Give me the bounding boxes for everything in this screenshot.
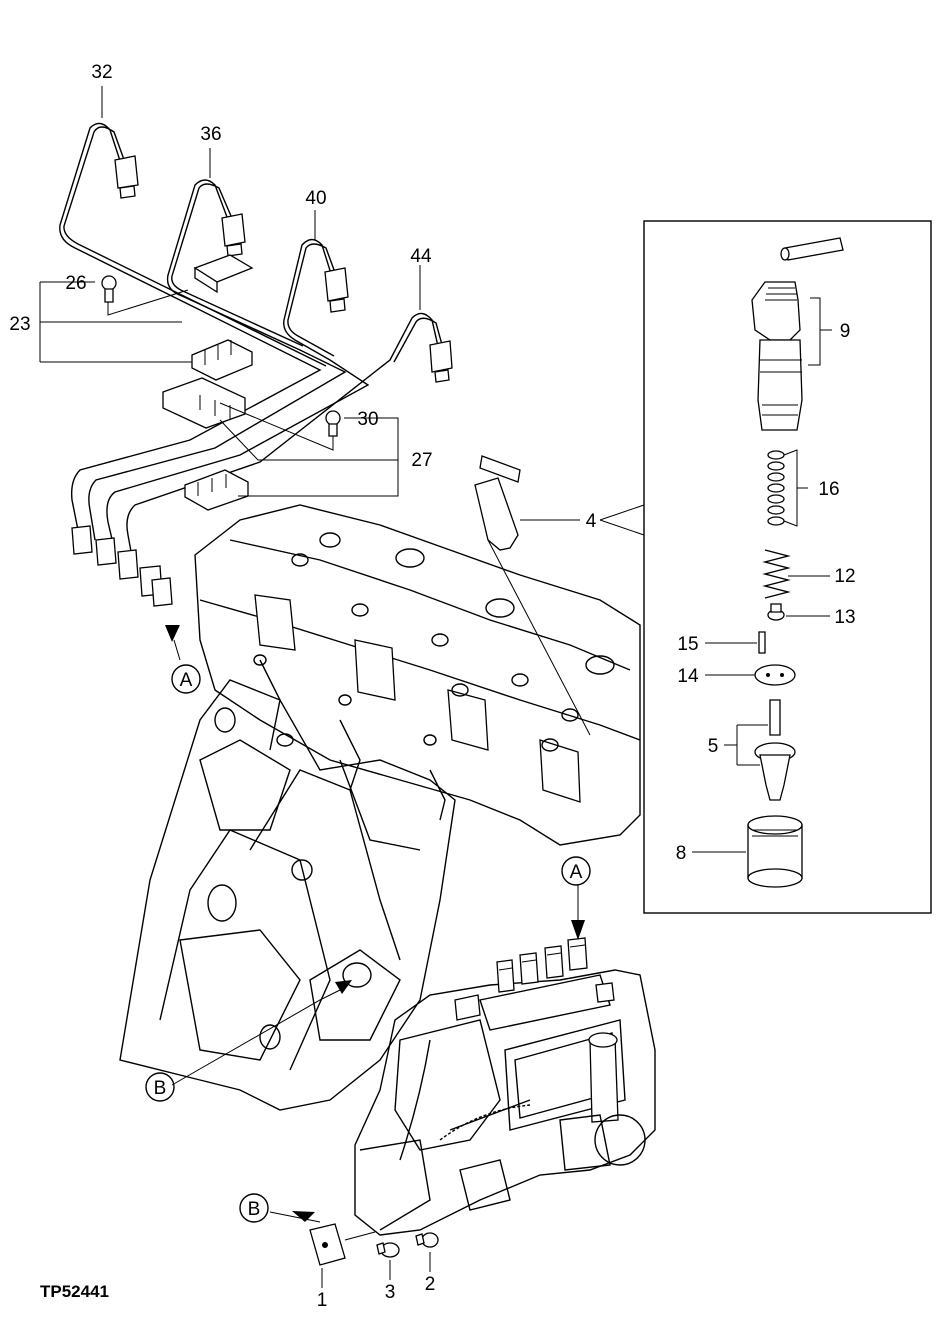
callout-9: 9 (840, 321, 851, 342)
callout-32: 32 (91, 62, 112, 83)
pipe-nut-32 (114, 155, 139, 199)
callout-8: 8 (676, 843, 687, 864)
bracket-1 (309, 1223, 376, 1266)
injection-pipes (59, 122, 453, 607)
callout-4: 4 (586, 511, 597, 532)
arrow-b-bracket (292, 1211, 315, 1222)
arrow-b-block (335, 980, 352, 994)
ref-label-b-bracket: B (248, 1199, 261, 1220)
engine-block (119, 679, 456, 1161)
nozzle-5 (724, 699, 796, 801)
pipe-clamps (39, 254, 399, 511)
ref-label-b-block: B (154, 1078, 167, 1099)
callout-23: 23 (9, 314, 30, 335)
pipe-nut-40 (324, 267, 349, 313)
callout-44: 44 (410, 246, 432, 267)
arrow-a-pump (571, 920, 585, 940)
injection-pump (309, 937, 656, 1266)
callout-12: 12 (834, 566, 855, 587)
spring-seat-13 (767, 603, 830, 621)
callout-30: 30 (357, 409, 378, 430)
ref-label-a-pump: A (570, 862, 583, 883)
callout-26: 26 (65, 273, 86, 294)
cylinder-head (194, 504, 641, 846)
callout-13: 13 (834, 607, 855, 628)
callout-36: 36 (200, 124, 221, 145)
injector-detail-panel (599, 220, 932, 914)
ref-circle-b-block: B (145, 1072, 175, 1102)
ref-circle-a-top: A (171, 664, 201, 694)
nozzle-nut-8 (692, 815, 803, 888)
ref-circle-b-bracket: B (239, 1193, 269, 1223)
bolt-30 (325, 410, 341, 437)
plate-14 (705, 664, 796, 686)
bolt-3 (376, 1242, 400, 1258)
pipe-nut-44 (429, 340, 453, 383)
pin-15 (705, 631, 766, 654)
injector-on-head (474, 455, 591, 736)
ref-label-a-top: A (180, 670, 193, 691)
callout-3: 3 (385, 1282, 396, 1303)
nozzle-holder-9 (751, 237, 844, 431)
bolt-2 (415, 1232, 439, 1248)
callout-5: 5 (708, 736, 719, 757)
delivery-valves (496, 937, 588, 993)
callout-27: 27 (411, 450, 432, 471)
callout-15: 15 (677, 634, 698, 655)
bolt-26 (101, 275, 117, 303)
leader-lines (101, 86, 579, 1288)
spring-12 (762, 549, 830, 599)
callout-1: 1 (317, 1290, 328, 1311)
figure-id: TP52441 (40, 1282, 109, 1301)
shims-16 (767, 449, 808, 527)
callout-40: 40 (305, 188, 326, 209)
callout-2: 2 (425, 1274, 436, 1295)
callouts: 32 36 40 44 26 23 30 27 4 9 16 12 13 15 … (9, 62, 855, 1311)
callout-16: 16 (818, 479, 839, 500)
arrow-a-top (165, 625, 180, 642)
callout-14: 14 (677, 666, 699, 687)
pipe-nut-36 (221, 213, 246, 257)
ref-circle-a-pump: A (561, 856, 591, 886)
